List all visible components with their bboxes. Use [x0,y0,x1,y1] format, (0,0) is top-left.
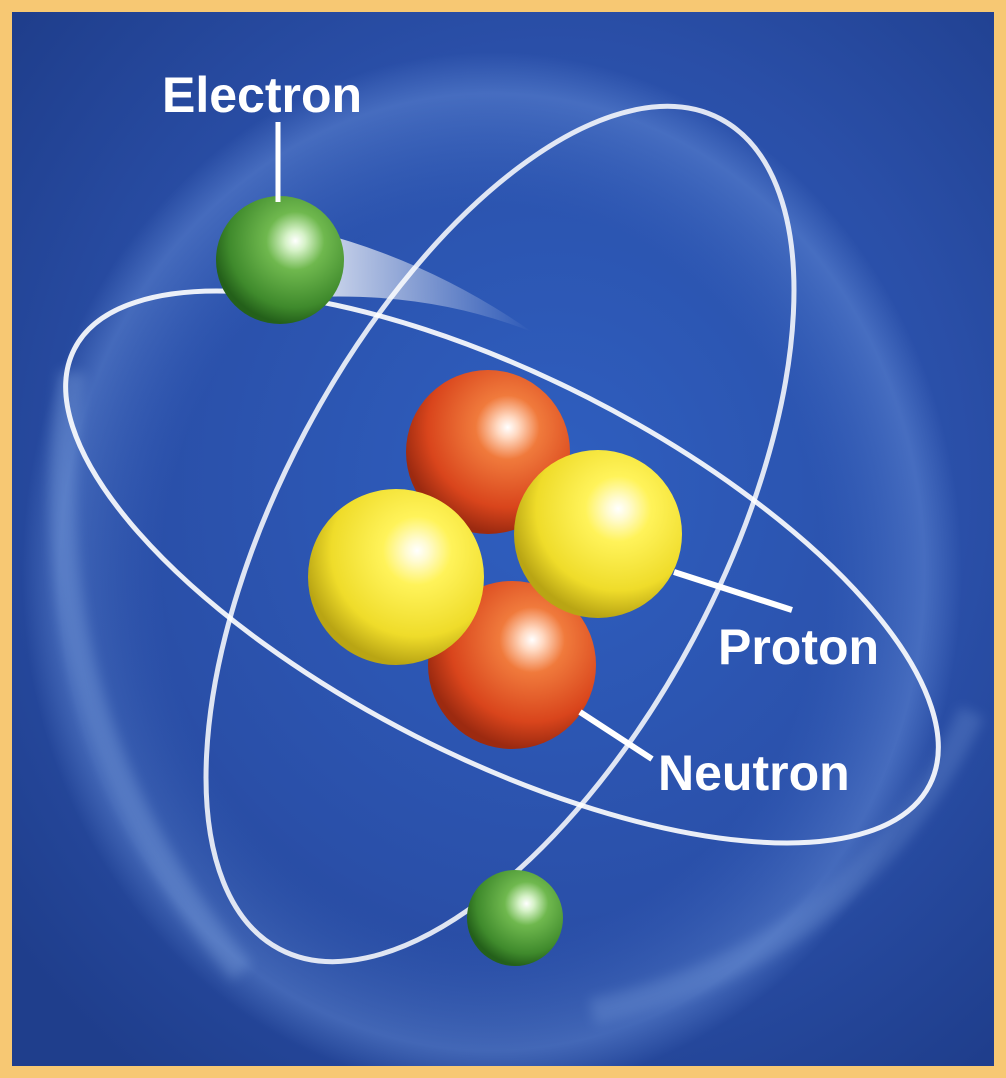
electron-label: Electron [162,67,362,123]
orbit-vertical [203,103,797,965]
orbit-horizontal [63,288,941,846]
proton-left [308,489,484,665]
proton-right [514,450,682,618]
electron-trail [312,232,532,332]
neutron-leader-line [578,709,654,762]
electron-bottom [467,870,563,966]
proton-leader-line [673,569,793,613]
glow-arc-left [49,370,252,981]
atom-diagram: Electron Proton Neutron [12,12,994,1066]
proton-label: Proton [718,619,879,675]
electron-top [216,196,344,324]
glow-arc-bottom [589,706,984,1025]
neutron-label: Neutron [658,745,850,801]
